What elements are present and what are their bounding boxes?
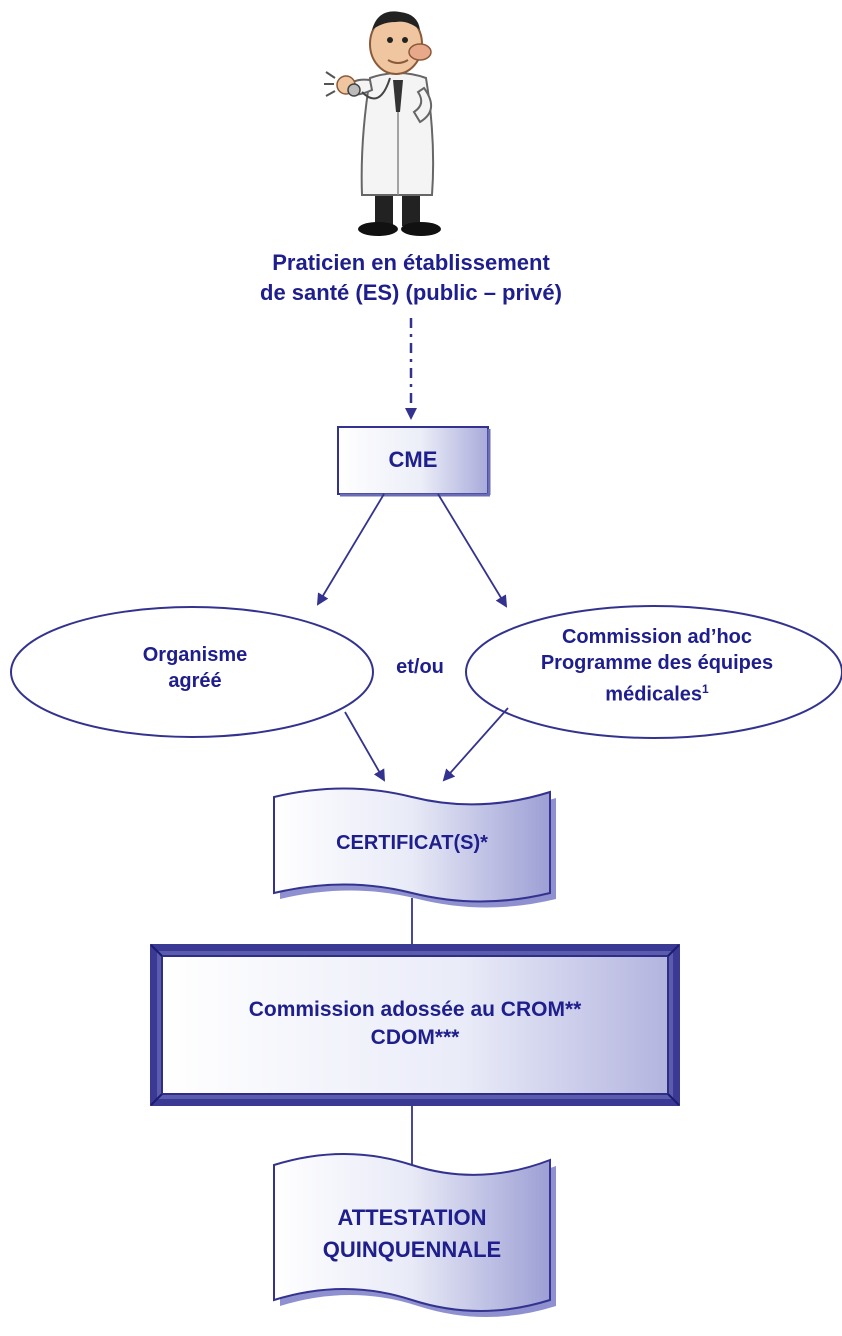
practitioner-label-line2: de santé (ES) (public – privé) [260,280,562,305]
commission-crom-box [150,944,680,1106]
cme-box [337,426,491,497]
attestation-document [273,1153,556,1317]
cme-to-commission-adhoc-arrow [437,493,508,608]
certificat-label: CERTIFICAT(S)* [336,832,488,854]
commission-crom-line2: CDOM*** [370,1026,460,1049]
doctor-with-stethoscope-icon [324,11,441,236]
commission-adhoc-line2: Programme des équipes [540,652,774,674]
cme-to-organisme-arrow [316,493,385,606]
et-ou-label: et/ou [396,656,444,678]
attestation-line2: QUINQUENNALE [322,1237,502,1262]
practitioner-label-line1: Praticien en établissement [272,250,550,275]
footnote-marker: 1 [702,682,709,696]
commission-adhoc-line3: médicales1 [492,676,822,708]
organisme-to-certificat-arrow [344,711,385,782]
certificat-document [273,787,556,908]
organisme-label-line1: Organisme [142,644,248,666]
commission-adhoc-line3-text: médicales [605,683,703,706]
organisme-oval [10,606,374,738]
attestation-line1: ATTESTATION [337,1205,487,1230]
commission-adhoc-to-certificat-arrow [442,707,509,782]
commission-crom-line1: Commission adossée au CROM** [248,998,582,1021]
practitioner-label: Praticien en établissement de santé (ES)… [196,248,626,308]
commission-adhoc-label: Commission ad’hoc Programme des équipes … [492,624,822,708]
attestation-label: ATTESTATION QUINQUENNALE [274,1202,550,1266]
cme-label: CME [388,447,438,472]
organisme-label-line2: agréé [168,670,222,692]
commission-adhoc-oval [465,605,842,739]
organisme-label: Organisme agréé [90,642,300,694]
commission-crom-label: Commission adossée au CROM** CDOM*** [162,996,668,1052]
commission-adhoc-line1: Commission ad’hoc [561,626,753,648]
